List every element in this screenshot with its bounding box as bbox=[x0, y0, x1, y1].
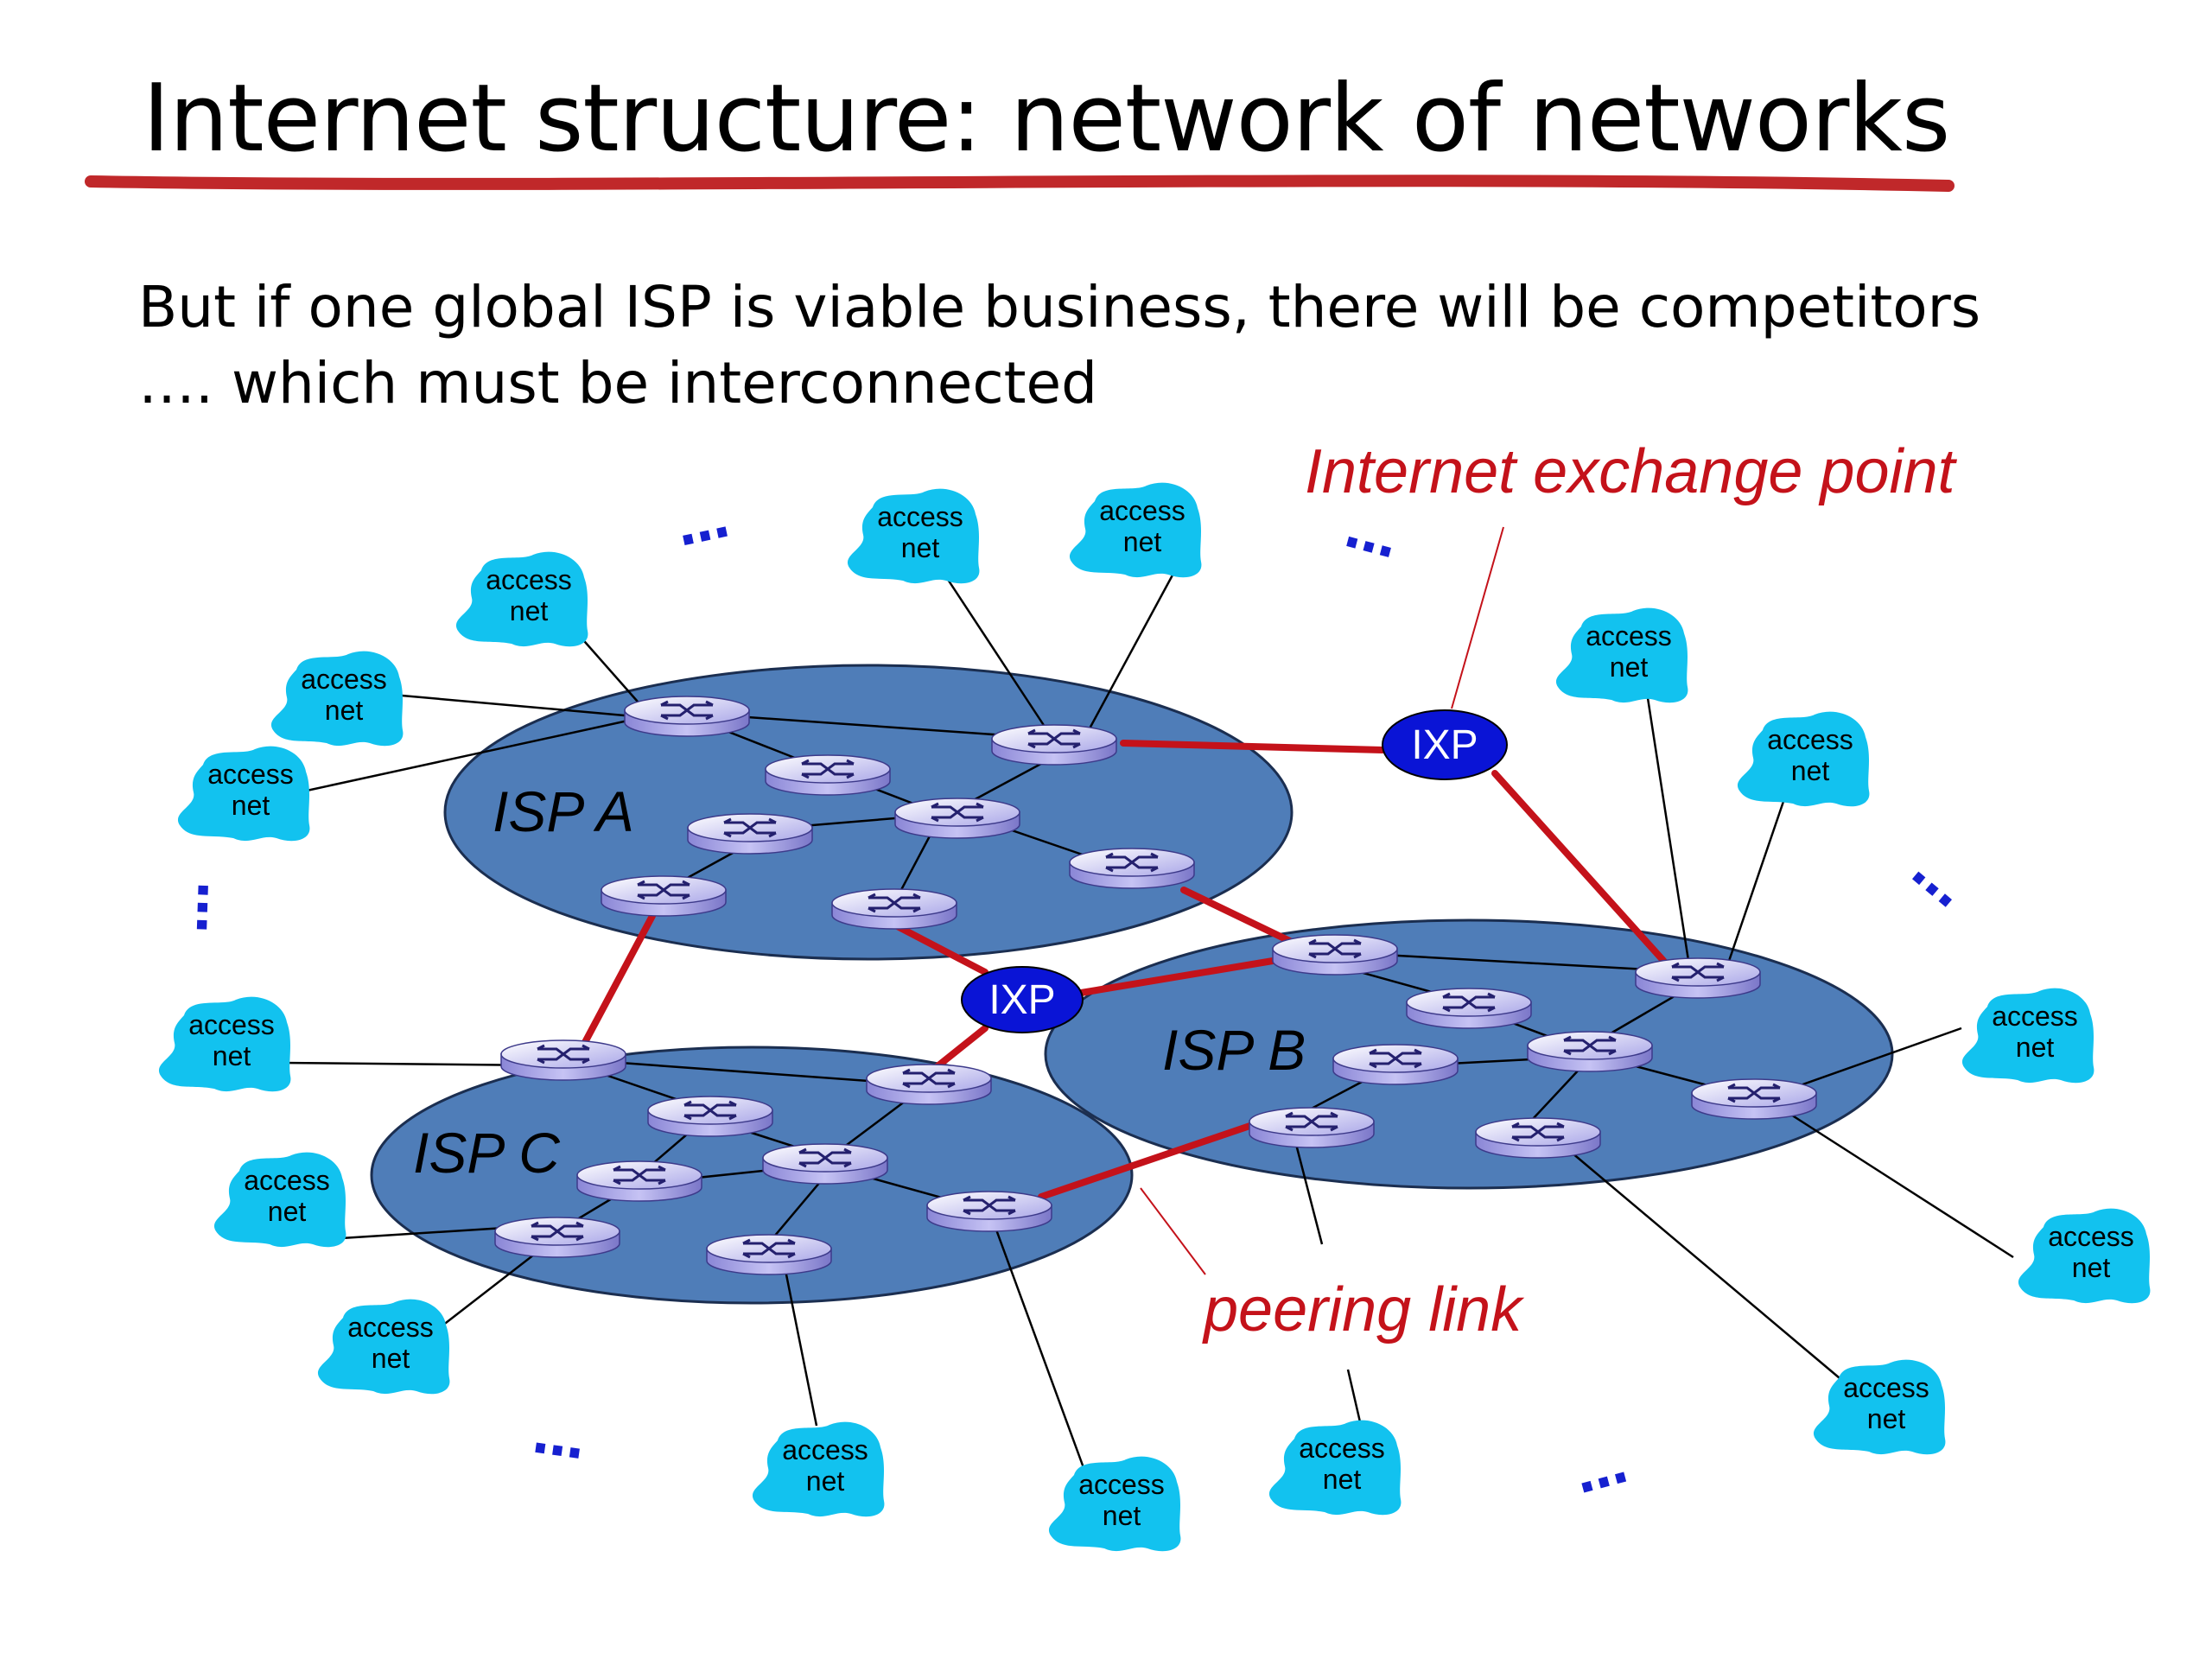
svg-text:access: access bbox=[1586, 620, 1672, 652]
svg-text:net: net bbox=[2072, 1252, 2111, 1283]
svg-text:access: access bbox=[1099, 495, 1185, 526]
ellipsis-left: … bbox=[159, 880, 221, 933]
peering-callout-pointer bbox=[1140, 1187, 1206, 1275]
svg-text:net: net bbox=[1103, 1500, 1141, 1531]
svg-text:net: net bbox=[1610, 652, 1649, 683]
ellipsis-top-right: … bbox=[1339, 499, 1405, 570]
ellipsis-bottom-left: … bbox=[530, 1405, 589, 1472]
ixp-middle: IXP bbox=[961, 966, 1084, 1033]
peering-link-c-b bbox=[1038, 1116, 1274, 1200]
svg-text:access: access bbox=[347, 1312, 434, 1343]
slide-title: Internet structure: network of networks bbox=[143, 65, 1950, 173]
peering-link-ixp2-c bbox=[930, 1025, 988, 1073]
ixp-middle-label: IXP bbox=[988, 977, 1055, 1023]
svg-text:net: net bbox=[1123, 526, 1162, 557]
svg-text:net: net bbox=[268, 1196, 307, 1227]
peering-link-ixp2-b bbox=[1072, 956, 1287, 997]
peering-link-a-c bbox=[580, 912, 656, 1049]
ellipsis-right: … bbox=[1901, 840, 1980, 919]
isp-a-label: ISP A bbox=[493, 779, 634, 843]
svg-text:net: net bbox=[372, 1343, 410, 1374]
svg-text:access: access bbox=[1078, 1469, 1165, 1500]
peering-link-a-ixp1 bbox=[1120, 740, 1386, 753]
title-underline bbox=[85, 175, 1955, 192]
svg-text:net: net bbox=[901, 532, 940, 563]
svg-text:net: net bbox=[213, 1040, 251, 1071]
svg-text:access: access bbox=[486, 564, 572, 595]
ellipsis-top-left: … bbox=[671, 489, 734, 559]
svg-text:access: access bbox=[244, 1165, 330, 1196]
peering-link-ixp1-b bbox=[1491, 770, 1669, 967]
svg-text:access: access bbox=[1992, 1001, 2078, 1032]
svg-text:net: net bbox=[325, 695, 364, 726]
ixp-top-label: IXP bbox=[1411, 722, 1478, 768]
svg-text:access: access bbox=[188, 1009, 275, 1040]
slide-subtitle: But if one global ISP is viable business… bbox=[138, 270, 1980, 422]
peering-link-a-b bbox=[1180, 887, 1304, 950]
svg-text:net: net bbox=[1323, 1464, 1362, 1495]
ixp-top: IXP bbox=[1382, 709, 1508, 780]
svg-text:access: access bbox=[1299, 1433, 1385, 1464]
svg-text:net: net bbox=[510, 595, 549, 626]
ixp-callout-label: Internet exchange point bbox=[1305, 437, 1958, 506]
svg-text:access: access bbox=[782, 1434, 868, 1465]
subtitle-line-2: …. which must be interconnected bbox=[138, 350, 1097, 416]
svg-text:access: access bbox=[207, 759, 294, 790]
peering-callout-label: peering link bbox=[1202, 1275, 1525, 1344]
svg-text:net: net bbox=[806, 1465, 845, 1497]
svg-text:access: access bbox=[301, 664, 387, 695]
svg-text:net: net bbox=[2016, 1032, 2055, 1063]
svg-text:access: access bbox=[1843, 1372, 1929, 1403]
svg-text:access: access bbox=[877, 501, 963, 532]
ellipsis-bottom-right: … bbox=[1568, 1434, 1634, 1506]
isp-c-label: ISP C bbox=[413, 1121, 561, 1185]
ixp-callout-pointer bbox=[1451, 526, 1504, 709]
subtitle-line-1: But if one global ISP is viable business… bbox=[138, 274, 1981, 340]
svg-text:net: net bbox=[1867, 1403, 1906, 1434]
svg-text:access: access bbox=[2048, 1221, 2134, 1252]
svg-text:access: access bbox=[1767, 724, 1853, 755]
svg-text:net: net bbox=[1791, 755, 1830, 786]
svg-text:net: net bbox=[232, 790, 270, 821]
isp-b-label: ISP B bbox=[1162, 1018, 1306, 1082]
